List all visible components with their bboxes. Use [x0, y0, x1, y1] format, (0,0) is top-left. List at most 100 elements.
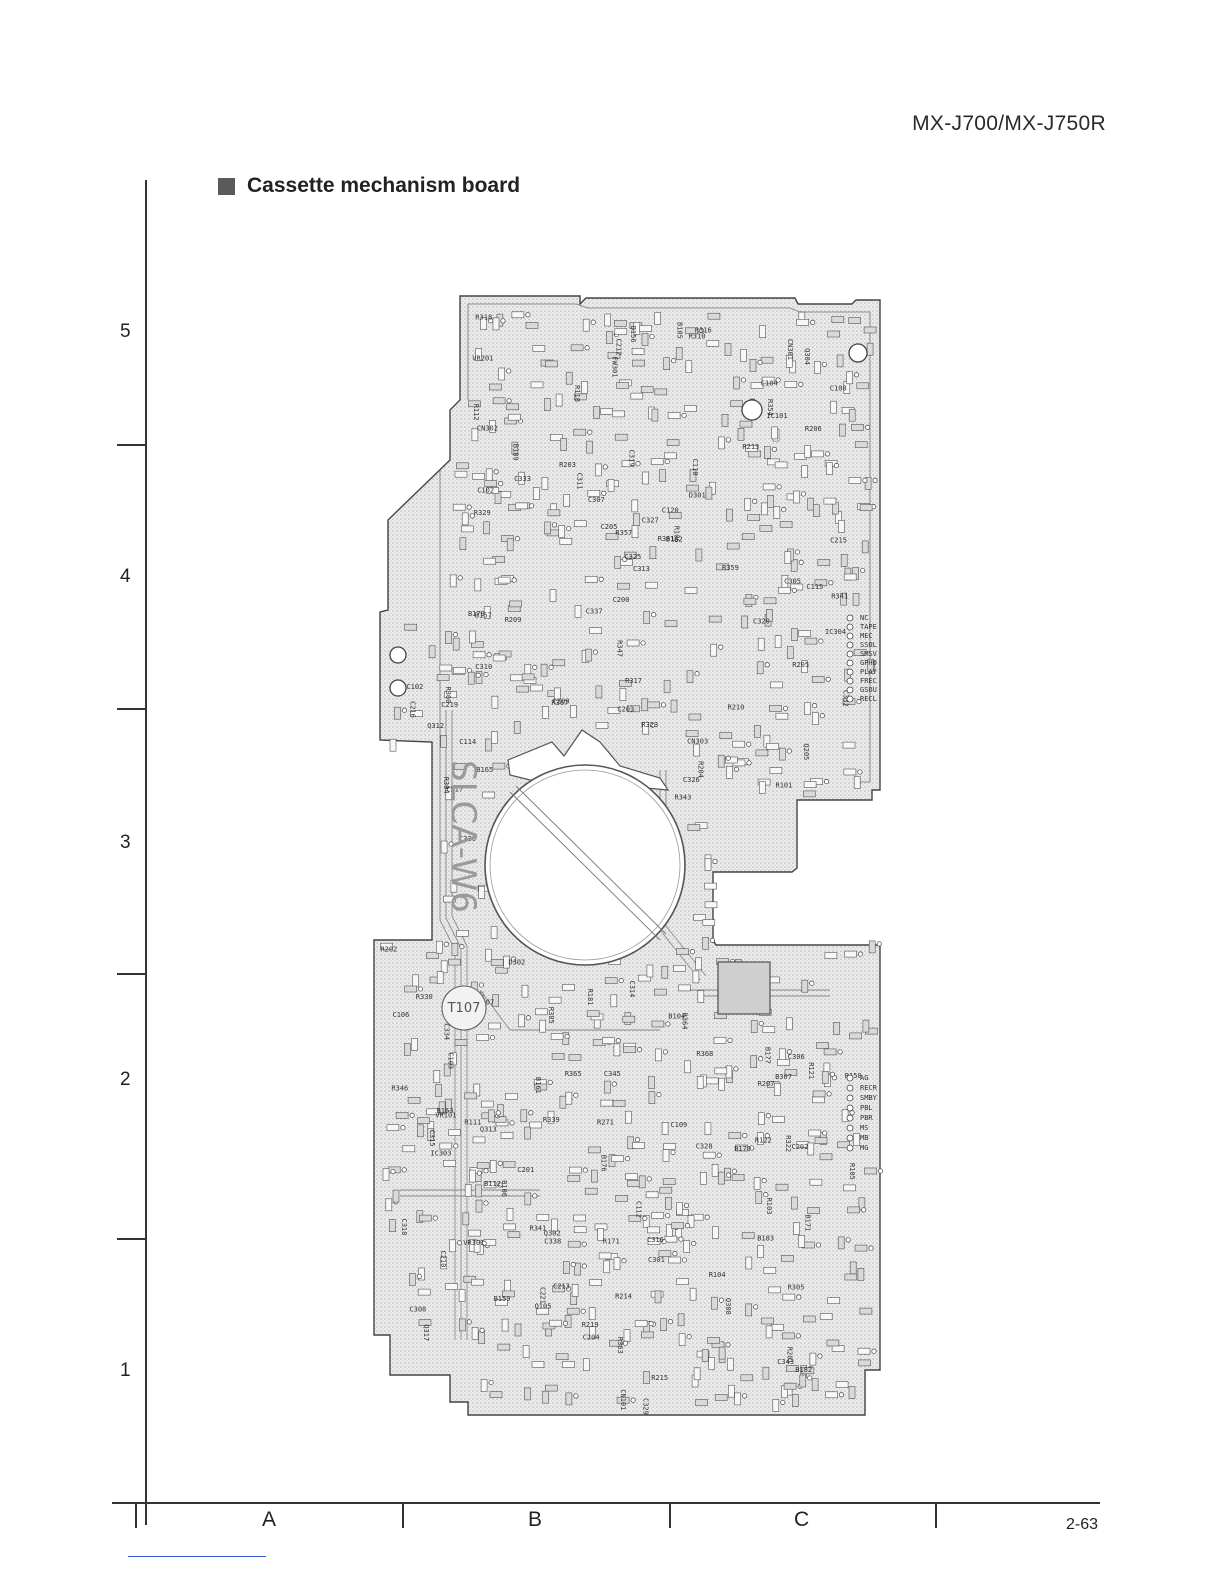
component-pad [843, 573, 857, 581]
component-pad [708, 615, 722, 623]
component-pad [536, 1307, 549, 1315]
via-pad [649, 333, 655, 340]
via-pad [771, 446, 777, 452]
component-pad [524, 1126, 531, 1140]
square-bullet-icon [218, 177, 235, 195]
component-pad [793, 490, 800, 504]
component-pad [755, 1191, 763, 1204]
via-pad [829, 1071, 836, 1077]
component-pad [509, 600, 522, 608]
component-pad [838, 423, 846, 437]
component-pad [646, 964, 654, 978]
component-reference-label: C103 [447, 1052, 455, 1069]
component-pad [605, 533, 619, 540]
component-pad [695, 1399, 708, 1406]
via-pad [671, 358, 677, 364]
component-pad [525, 322, 539, 329]
component-pad [449, 574, 457, 588]
via-pad [683, 1202, 690, 1208]
component-pad [857, 1267, 865, 1281]
component-pad [471, 1278, 484, 1286]
component-field: VR201R202C202C102R122R323C305B182R322C31… [380, 311, 884, 1415]
component-pad [714, 1067, 728, 1075]
component-pad [518, 1014, 525, 1028]
component-pad [666, 1223, 673, 1237]
component-pad [684, 1060, 691, 1074]
component-pad [807, 1142, 815, 1156]
component-pad [632, 1141, 645, 1149]
component-pad [771, 426, 779, 440]
component-pad [676, 948, 689, 956]
connector-pin [846, 686, 854, 694]
component-pad [597, 1228, 604, 1241]
component-pad [757, 1245, 764, 1258]
component-pad [389, 738, 397, 752]
component-pad [756, 1132, 764, 1146]
component-pad [403, 1043, 411, 1056]
via-pad [665, 1212, 671, 1219]
component-pad [621, 460, 635, 467]
component-pad [814, 579, 828, 587]
component-reference-label: R304 [442, 777, 450, 794]
component-pad [843, 768, 857, 776]
via-pad [432, 1215, 438, 1221]
component-pad [648, 1091, 656, 1105]
component-pad [842, 741, 856, 749]
component-pad [584, 1187, 598, 1195]
component-reference-label: C201 [517, 1166, 534, 1174]
via-pad [681, 1257, 688, 1263]
connector-pin-label: SSOL [860, 641, 877, 649]
via-pad [716, 1152, 722, 1158]
row-label-3: 3 [120, 832, 131, 853]
via-pad [742, 1133, 748, 1139]
component-pad [824, 952, 838, 959]
component-pad [791, 628, 798, 641]
column-divider [669, 1502, 671, 1528]
connector-pin-label: SMBY [860, 1094, 878, 1102]
via-pad [562, 1320, 569, 1326]
component-pad [841, 1109, 849, 1123]
component-reference-label: R347 [616, 640, 624, 657]
component-reference-label: B106 [500, 1180, 508, 1197]
component-reference-label: B183 [757, 1235, 774, 1243]
component-pad [380, 942, 393, 950]
component-pad [562, 984, 575, 991]
component-pad [826, 462, 833, 475]
component-pad [778, 747, 786, 761]
component-pad [711, 1296, 718, 1310]
component-pad [662, 1149, 670, 1162]
component-reference-label: C205 [601, 523, 618, 531]
row-label-1: 1 [120, 1360, 131, 1381]
via-pad [452, 632, 459, 638]
via-pad [506, 398, 512, 404]
component-pad [791, 1196, 798, 1210]
component-pad [486, 487, 499, 494]
component-reference-label: C333 [514, 475, 531, 483]
component-reference-label: Q312 [427, 722, 444, 730]
component-reference-label: CN302 [477, 424, 498, 432]
via-pad [497, 1160, 503, 1166]
connector-pin [846, 1114, 854, 1122]
component-pad [784, 1069, 798, 1076]
component-reference-label: R357 [615, 529, 632, 537]
component-pad [664, 620, 678, 628]
via-pad [833, 463, 839, 469]
component-reference-label: C202 [792, 1143, 809, 1151]
component-pad [602, 1037, 615, 1045]
component-pad [836, 354, 844, 368]
via-pad [689, 949, 695, 955]
component-pad [831, 316, 845, 323]
component-pad [439, 664, 453, 672]
component-pad [804, 702, 811, 716]
component-pad [763, 597, 777, 605]
component-reference-label: R360 [444, 687, 452, 704]
via-pad [764, 1133, 770, 1139]
component-pad [570, 705, 577, 718]
component-pad [472, 473, 485, 480]
component-pad [853, 776, 861, 789]
via-pad [828, 580, 834, 586]
component-reference-label: B162 [666, 536, 683, 544]
component-pad [480, 317, 487, 331]
component-pad [648, 1076, 655, 1089]
via-pad [486, 652, 492, 658]
